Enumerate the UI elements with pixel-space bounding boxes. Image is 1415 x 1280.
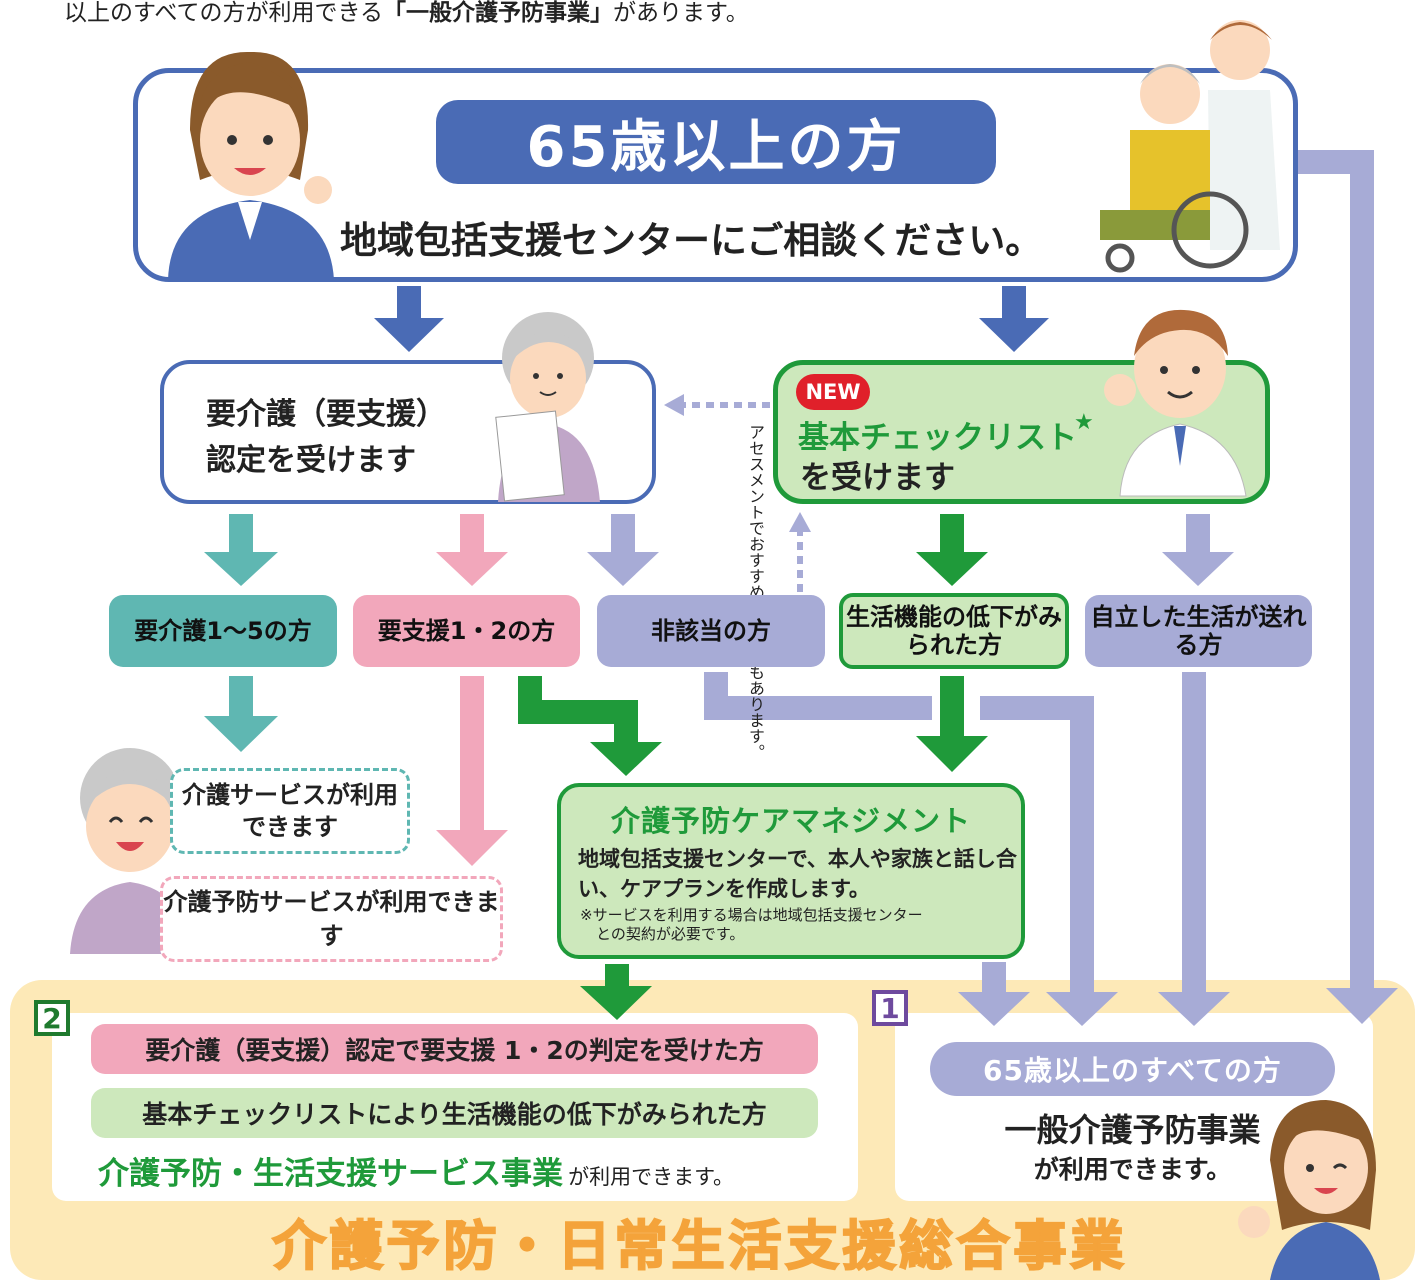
care-management-note: ※サービスを利用する場合は地域包括支援センター との契約が必要です。 (580, 906, 1020, 944)
checklist-subtitle: を受けます (800, 460, 955, 496)
care-services-box: 介護サービスが利用できます (170, 768, 410, 854)
arrow-header-left (374, 286, 444, 352)
care-management-note-line2: との契約が必要です。 (596, 925, 745, 943)
section-1-program: 一般介護予防事業 (1004, 1111, 1261, 1149)
staff-woman-illustration (168, 51, 334, 280)
section-2-row-certified: 要介護（要支援）認定で要支援 1・2の判定を受けた方 (91, 1024, 818, 1074)
certification-line2: 認定を受けます (206, 443, 416, 478)
section-2-row-checklist: 基本チェックリストにより生活機能の低下がみられた方 (91, 1088, 818, 1138)
arrow-all-65-head (1326, 988, 1398, 1024)
arrow-merge-right (980, 696, 1094, 994)
care-management-body: 地域包括支援センターで、本人や家族と話し合い、ケアプランを作成します。 (578, 847, 1017, 901)
section-2-service-line: 介護予防・生活支援サービス事業 が利用できます。 (98, 1148, 734, 1193)
section-2-number: 2 (34, 1000, 70, 1036)
arrow-cert-care (204, 514, 278, 586)
checklist-star: ★ (1074, 410, 1094, 435)
arrow-check-decline (916, 514, 988, 586)
category-independent: 自立した生活が送れる方 (1085, 595, 1312, 667)
arrow-care-services (204, 676, 278, 752)
intro-prefix: 以上のすべての方が利用できる (64, 0, 384, 26)
arrow-decline-mgmt (916, 676, 988, 772)
section-1-use: が利用できます。 (1033, 1155, 1232, 1184)
elderly-woman-paper-illustration (495, 312, 600, 502)
intro-suffix: があります。 (613, 0, 749, 26)
arrow-mgmt-section2 (580, 964, 652, 1020)
intro-text: 以上のすべての方が利用できる「一般介護予防事業」があります。 (64, 0, 749, 26)
section-1-target: 65歳以上のすべての方 (930, 1042, 1335, 1096)
intro-highlight: 「一般介護予防事業」 (383, 0, 614, 26)
category-care-1-5: 要介護1〜5の方 (109, 595, 337, 667)
program-title: 介護予防・日常生活支援総合事業 (272, 1215, 1128, 1278)
prevention-services-box: 介護予防サービスが利用できます (160, 876, 503, 962)
arrow-all-65 (1298, 150, 1374, 990)
arrow-check-independent (1162, 514, 1234, 586)
care-management-box (557, 783, 1025, 959)
arrow-cert-support (436, 514, 508, 586)
staff-woman-ok-illustration (1238, 1100, 1380, 1280)
arrow-prevention-services (436, 676, 508, 866)
category-not-applicable: 非該当の方 (597, 595, 825, 667)
section-2-service-name: 介護予防・生活支援サービス事業 (98, 1156, 563, 1192)
checklist-title: 基本チェックリスト (798, 420, 1077, 456)
category-support-1-2: 要支援1・2の方 (353, 595, 580, 667)
wheelchair-illustration (1100, 20, 1280, 273)
section-1-number: 1 (872, 990, 908, 1026)
staff-man-illustration (1104, 309, 1247, 497)
certification-line1: 要介護（要支援） (206, 397, 446, 432)
arrow-cert-none (587, 514, 659, 586)
care-management-note-line1: ※サービスを利用する場合は地域包括支援センター (580, 906, 923, 924)
care-management-title: 介護予防ケアマネジメント (610, 804, 971, 838)
assessment-note: アセスメントでおすすめする場合もあります。 (746, 424, 765, 760)
arrow-support-mgmt (518, 676, 638, 744)
certification-text: 要介護（要支援） 認定を受けます (206, 392, 446, 484)
new-badge: NEW (796, 374, 870, 410)
section-2-service-suffix: が利用できます。 (568, 1165, 734, 1189)
arrow-header-right (979, 286, 1049, 352)
arrow-none-path (704, 672, 932, 720)
age-banner: 65歳以上の方 (436, 100, 996, 184)
category-function-decline: 生活機能の低下がみられた方 (839, 593, 1069, 669)
consult-text: 地域包括支援センターにご相談ください。 (340, 219, 1043, 262)
